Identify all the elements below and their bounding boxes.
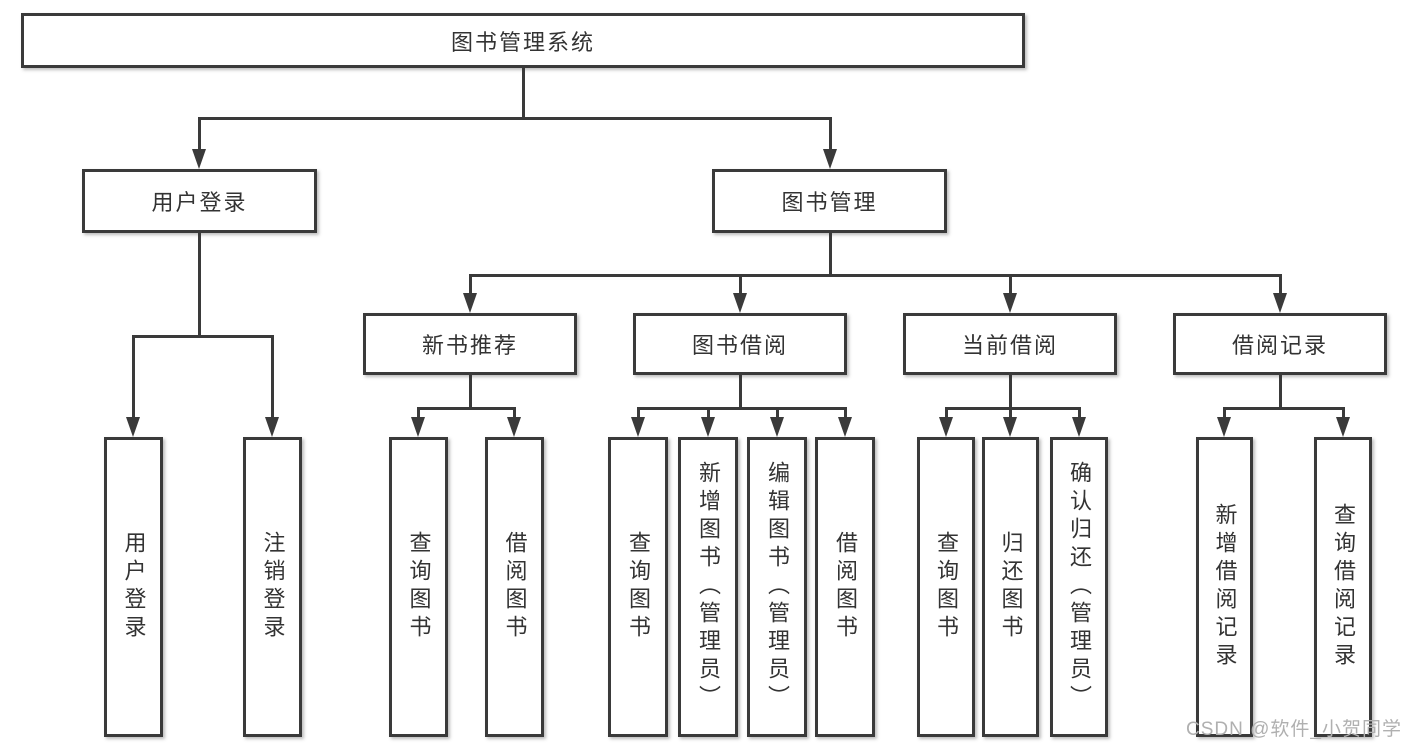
leaf-add-borrow-record-label: 新增借阅记录 — [1212, 503, 1238, 671]
connector-line — [197, 233, 201, 335]
connector-line — [1341, 407, 1345, 421]
node-book-management: 图书管理 — [712, 169, 947, 233]
leaf-user-login: 用户登录 — [104, 437, 163, 737]
node-new-book-recommendation: 新书推荐 — [363, 313, 577, 375]
node-borrowing-records: 借阅记录 — [1173, 313, 1387, 375]
connector-line — [1278, 375, 1282, 407]
connector-line — [468, 274, 1282, 277]
arrow-down-icon — [701, 417, 715, 437]
leaf-query-books-recommend-label: 查询图书 — [406, 531, 432, 643]
arrow-down-icon — [1003, 417, 1017, 437]
connector-line — [416, 407, 420, 421]
arrow-down-icon — [507, 417, 521, 437]
connector-line — [197, 117, 201, 153]
connector-line — [416, 407, 516, 410]
node-book-management-label: 图书管理 — [781, 190, 878, 215]
connector-line — [944, 407, 1081, 410]
leaf-query-books-current-label: 查询图书 — [934, 531, 959, 643]
leaf-query-books-current: 查询图书 — [917, 437, 975, 737]
connector-line — [706, 407, 710, 421]
node-book-borrowing: 图书借阅 — [633, 313, 847, 375]
connector-line — [197, 117, 832, 120]
arrow-down-icon — [192, 149, 206, 169]
connector-line — [636, 407, 640, 421]
connector-line — [468, 274, 472, 298]
leaf-borrow-books-recommend: 借阅图书 — [485, 437, 544, 737]
leaf-query-borrow-record: 查询借阅记录 — [1314, 437, 1372, 737]
leaf-edit-book-admin-label: 编辑图书（管理员） — [765, 461, 790, 713]
node-book-borrowing-label: 图书借阅 — [691, 333, 788, 358]
arrow-down-icon — [411, 417, 425, 437]
leaf-borrow-books-borrowing: 借阅图书 — [815, 437, 875, 737]
leaf-return-books: 归还图书 — [982, 437, 1039, 737]
connector-line — [468, 375, 472, 407]
node-current-borrowing: 当前借阅 — [903, 313, 1117, 375]
leaf-add-book-admin: 新增图书（管理员） — [678, 437, 738, 737]
connector-line — [131, 335, 135, 421]
connector-line — [1008, 274, 1012, 298]
leaf-add-borrow-record: 新增借阅记录 — [1196, 437, 1253, 737]
arrow-down-icon — [265, 417, 279, 437]
node-library-management-system: 图书管理系统 — [21, 13, 1025, 68]
arrow-down-icon — [463, 293, 477, 313]
leaf-borrow-books-borrowing-label: 借阅图书 — [833, 531, 858, 643]
leaf-query-books-recommend: 查询图书 — [389, 437, 448, 737]
arrow-down-icon — [770, 417, 784, 437]
node-new-book-recommendation-label: 新书推荐 — [421, 333, 518, 358]
connector-line — [843, 407, 847, 421]
leaf-query-books-borrowing-label: 查询图书 — [626, 531, 651, 643]
arrow-down-icon — [1072, 417, 1086, 437]
leaf-query-books-borrowing: 查询图书 — [608, 437, 668, 737]
leaf-confirm-return-admin-label: 确认归还（管理员） — [1067, 461, 1092, 713]
arrow-down-icon — [733, 293, 747, 313]
connector-line — [828, 117, 832, 153]
connector-line — [1077, 407, 1081, 421]
connector-line — [1222, 407, 1345, 410]
leaf-logout: 注销登录 — [243, 437, 302, 737]
leaf-borrow-books-recommend-label: 借阅图书 — [502, 531, 528, 643]
connector-line — [512, 407, 516, 421]
node-borrowing-records-label: 借阅记录 — [1231, 333, 1328, 358]
connector-line — [1222, 407, 1226, 421]
node-current-borrowing-label: 当前借阅 — [961, 333, 1058, 358]
arrow-down-icon — [1217, 417, 1231, 437]
watermark: CSDN @软件_小贺同学 — [1186, 719, 1402, 740]
connector-line — [131, 335, 274, 338]
connector-line — [636, 407, 847, 410]
leaf-add-book-admin-label: 新增图书（管理员） — [696, 461, 721, 713]
connector-line — [1008, 407, 1012, 421]
leaf-confirm-return-admin: 确认归还（管理员） — [1050, 437, 1108, 737]
arrow-down-icon — [823, 149, 837, 169]
leaf-query-borrow-record-label: 查询借阅记录 — [1331, 503, 1356, 671]
arrow-down-icon — [939, 417, 953, 437]
arrow-down-icon — [126, 417, 140, 437]
connector-line — [1008, 375, 1012, 407]
leaf-user-login-label: 用户登录 — [121, 531, 147, 643]
arrow-down-icon — [1003, 293, 1017, 313]
connector-line — [944, 407, 948, 421]
node-user-login: 用户登录 — [82, 169, 317, 233]
leaf-logout-label: 注销登录 — [260, 531, 286, 643]
connector-line — [270, 335, 274, 421]
leaf-edit-book-admin: 编辑图书（管理员） — [747, 437, 807, 737]
arrow-down-icon — [631, 417, 645, 437]
connector-line — [1278, 274, 1282, 298]
connector-line — [775, 407, 779, 421]
node-user-login-label: 用户登录 — [151, 190, 248, 215]
leaf-return-books-label: 归还图书 — [998, 531, 1024, 643]
arrow-down-icon — [838, 417, 852, 437]
connector-line — [738, 375, 742, 407]
connector-line — [828, 233, 832, 275]
connector-line — [521, 68, 525, 118]
connector-line — [738, 274, 742, 298]
arrow-down-icon — [1273, 293, 1287, 313]
arrow-down-icon — [1336, 417, 1350, 437]
node-library-management-system-label: 图书管理系统 — [450, 29, 595, 55]
